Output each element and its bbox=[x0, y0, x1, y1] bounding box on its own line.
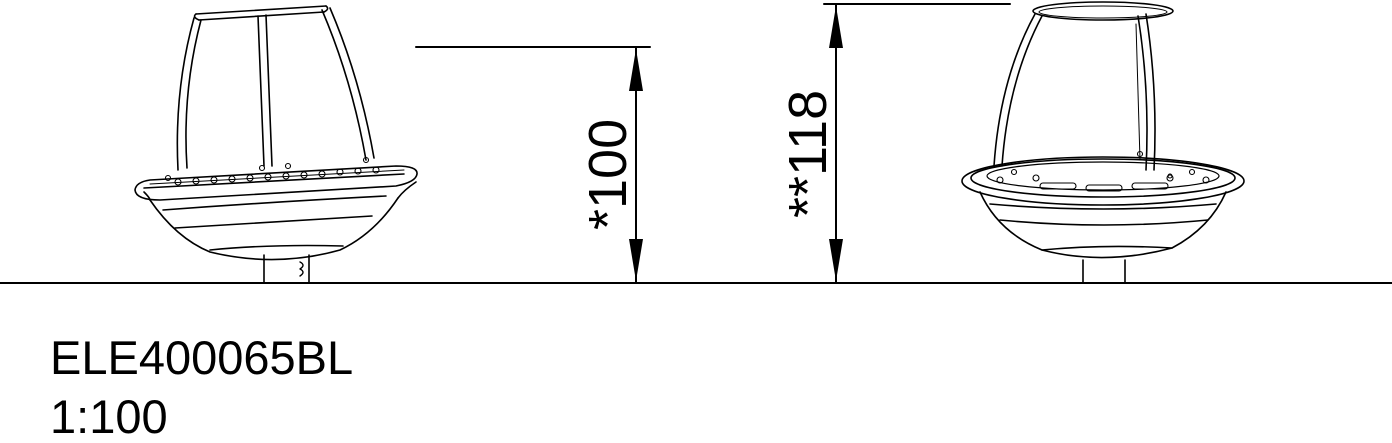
dimension-label-front: **118 bbox=[778, 90, 838, 218]
spinner-front-view bbox=[961, 1, 1245, 284]
dimension-label-side: *100 bbox=[578, 119, 638, 230]
spinner-side-view bbox=[134, 5, 418, 284]
product-code: ELE400065BL bbox=[50, 331, 354, 384]
scale-label: 1:100 bbox=[50, 390, 168, 443]
dimension-side: *100 bbox=[415, 46, 651, 284]
dimension-front: **118 bbox=[778, 3, 1011, 284]
